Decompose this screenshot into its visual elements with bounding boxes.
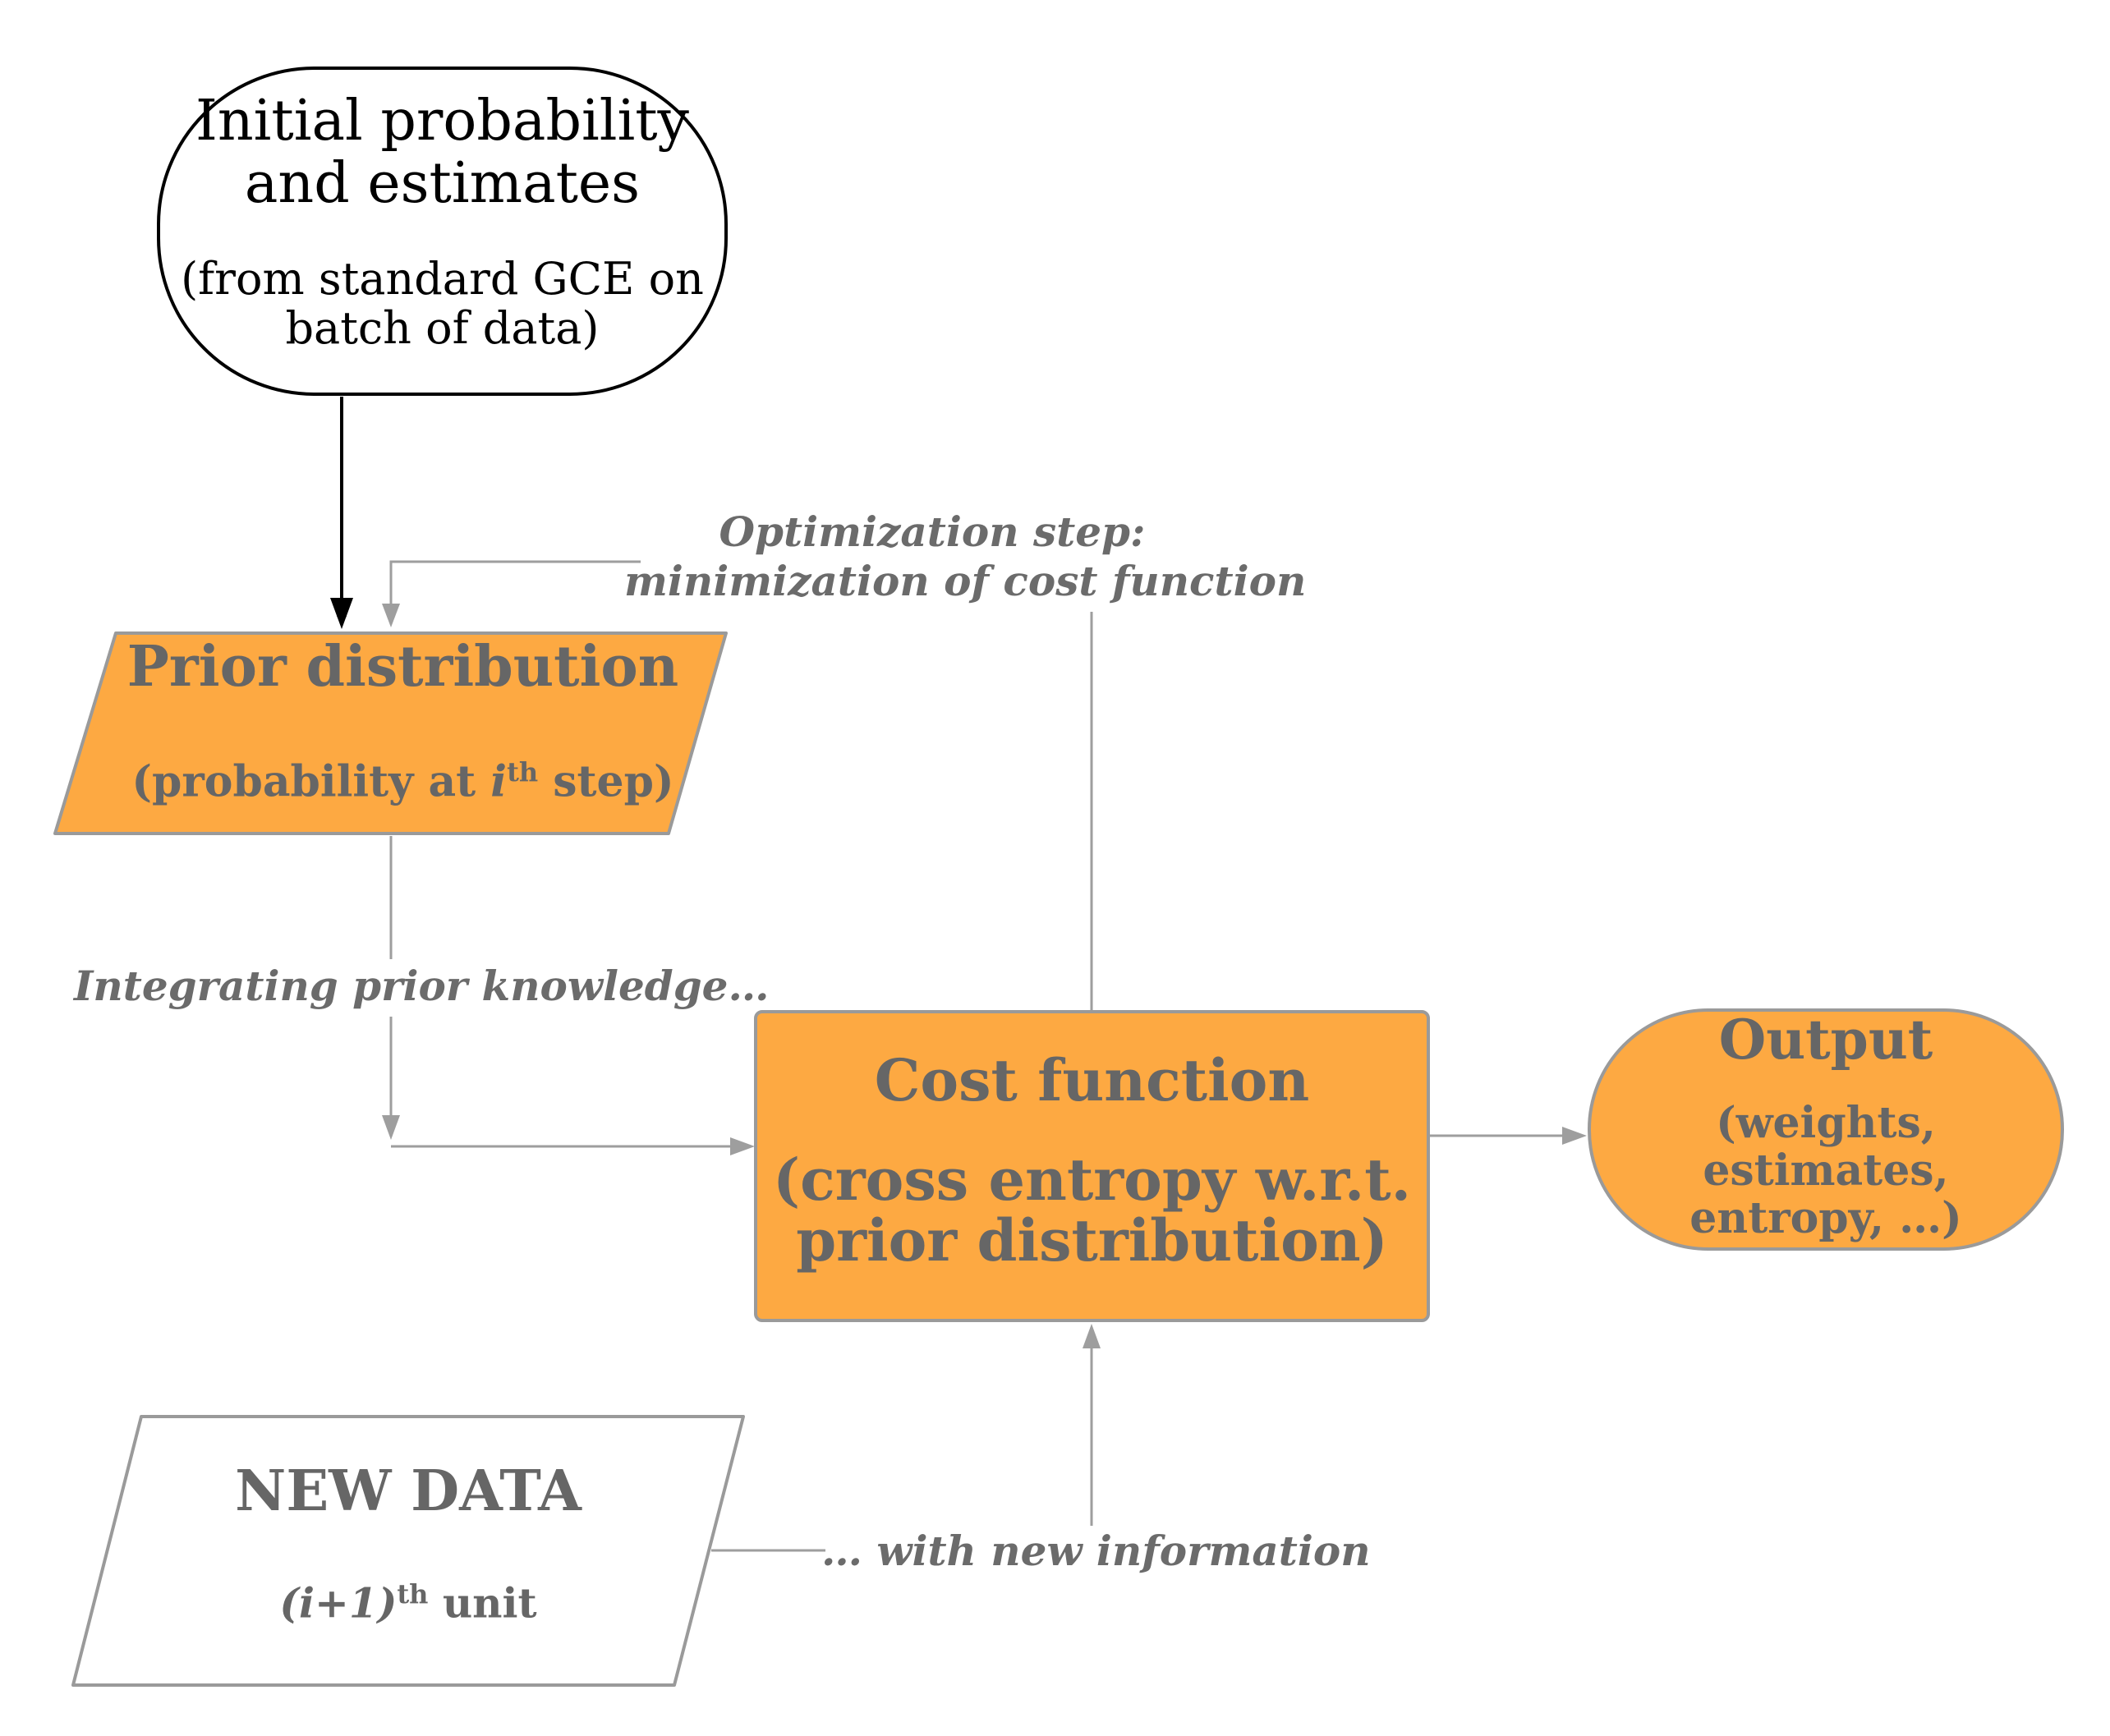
newdata-subtitle: (i+1)th unit: [279, 1570, 536, 1628]
newdata-sub-post: unit: [428, 1578, 537, 1628]
arrow-prior-down-head: [382, 1115, 400, 1140]
arrow-cost-to-output-head: [1562, 1127, 1587, 1145]
initial-title-line2: and estimates: [244, 150, 641, 216]
initial-subtitle: (from standard GCE on batch of data): [181, 252, 704, 354]
output-node-shape: [1588, 1008, 2064, 1251]
output-node: Output (weights, estimates, entropy, …): [1588, 1008, 2064, 1251]
optimization-label-line1: Optimization step:: [719, 507, 1146, 556]
newdata-title: NEW DATA: [235, 1458, 582, 1524]
cost-node-shape: [754, 1010, 1430, 1322]
arrow-initial-to-prior-head: [330, 598, 353, 629]
prior-node: Prior distribution (probability at ith s…: [53, 631, 729, 836]
prior-sub-pre: (probability at: [131, 756, 491, 807]
prior-sub-post: step): [538, 756, 674, 807]
initial-sub-line2: batch of data): [285, 301, 600, 354]
output-subtitle: (weights, estimates, entropy, …): [1588, 1097, 2064, 1243]
prior-sub-sup: th: [507, 755, 539, 788]
initial-node-shape: [157, 67, 728, 396]
arrow-optimization-loop-top: [389, 560, 641, 604]
output-sub-line2: entropy, …): [1689, 1192, 1962, 1243]
cost-subtitle: (cross entropy w.r.t. prior distribution…: [773, 1150, 1411, 1271]
initial-sub-line1: (from standard GCE on: [181, 252, 704, 305]
new-information-label: … with new information: [821, 1527, 1371, 1575]
newdata-sub-sup: th: [397, 1578, 429, 1610]
initial-title-line1: Initial probability: [195, 88, 689, 154]
prior-node-shape: [53, 631, 728, 835]
optimization-label: Optimization step: minimization of cost …: [624, 507, 1307, 606]
prior-subtitle: (probability at ith step): [131, 747, 673, 806]
output-sub-line1: (weights, estimates,: [1703, 1097, 1949, 1196]
initial-node: Initial probability and estimates (from …: [156, 66, 729, 397]
cost-node: Cost function (cross entropy w.r.t. prio…: [754, 1010, 1430, 1322]
optimization-label-line2: minimization of cost function: [624, 557, 1307, 605]
arrow-newdata-up-head: [1083, 1324, 1101, 1348]
newdata-node-shape: [71, 1415, 745, 1687]
cost-sub-line2: prior distribution): [796, 1206, 1388, 1274]
prior-sub-i: i: [490, 756, 508, 807]
arrow-prior-to-cost-head: [730, 1137, 755, 1155]
output-title: Output: [1718, 1007, 1933, 1072]
arrow-optimization-loop-head: [382, 604, 400, 627]
newdata-node: NEW DATA (i+1)th unit: [71, 1414, 746, 1688]
prior-title: Prior distribution: [126, 633, 679, 700]
cost-sub-line1: (cross entropy w.r.t.: [773, 1146, 1411, 1214]
integrating-label: Integrating prior knowledge…: [74, 962, 770, 1010]
cost-title: Cost function: [874, 1046, 1310, 1114]
initial-title: Initial probability and estimates: [195, 90, 689, 215]
newdata-sub-i: (i+1): [279, 1578, 398, 1628]
